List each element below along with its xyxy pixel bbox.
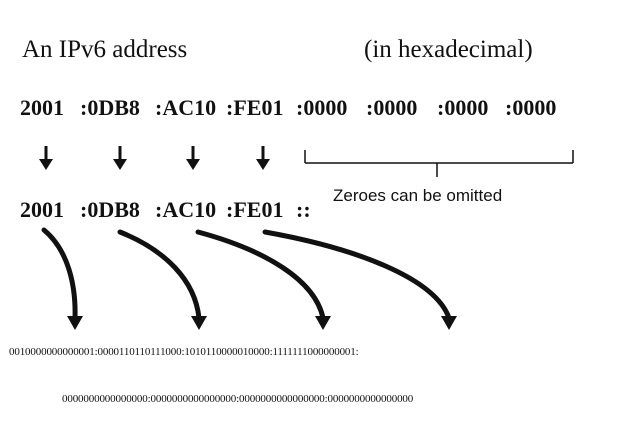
full-group-2: :0DB8 xyxy=(80,95,140,120)
full-group-3: :AC10 xyxy=(155,95,217,120)
curved-arrow-4 xyxy=(262,229,457,330)
down-arrow-1 xyxy=(39,146,53,170)
curved-arrow-2 xyxy=(117,229,207,330)
diagram-subtitle: (in hexadecimal) xyxy=(364,36,533,63)
compressed-group-2: :0DB8 xyxy=(80,197,140,222)
curved-arrow-3 xyxy=(195,229,331,330)
full-group-4: :FE01 xyxy=(226,95,284,120)
down-arrow-3 xyxy=(186,146,200,170)
zeroes-bracket xyxy=(304,150,574,177)
zeroes-omitted-note: Zeroes can be omitted xyxy=(333,186,503,205)
curved-arrow-1 xyxy=(41,227,83,330)
binary-line-1: 0010000000000001:0000110110111000:101011… xyxy=(9,346,359,358)
compressed-double-colon: :: xyxy=(296,197,311,222)
diagram-title: An IPv6 address xyxy=(22,36,188,63)
full-group-7: :0000 xyxy=(437,95,489,120)
compressed-group-4: :FE01 xyxy=(226,197,284,222)
compressed-group-1: 2001 xyxy=(20,197,64,222)
full-group-6: :0000 xyxy=(366,95,418,120)
binary-line-2: 0000000000000000:0000000000000000:000000… xyxy=(62,393,414,405)
full-group-5: :0000 xyxy=(296,95,348,120)
down-arrow-4 xyxy=(256,146,270,170)
full-group-1: 2001 xyxy=(20,95,64,120)
compressed-group-3: :AC10 xyxy=(155,197,217,222)
full-group-8: :0000 xyxy=(505,95,557,120)
down-arrow-2 xyxy=(113,146,127,170)
